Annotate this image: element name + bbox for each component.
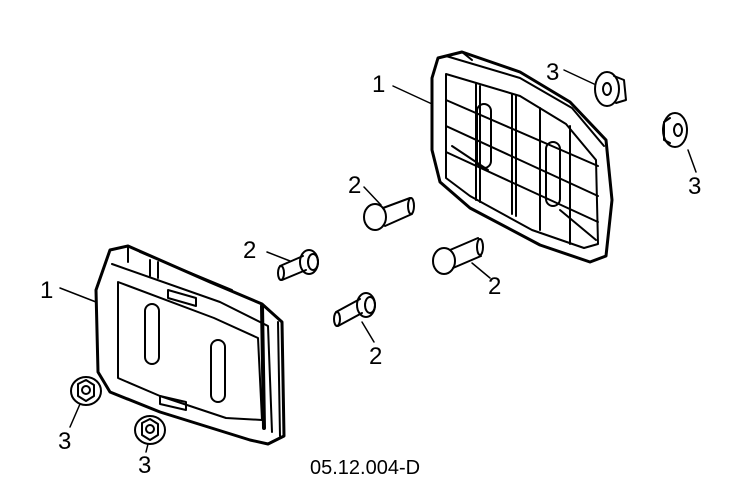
callout-bolt-right: 2	[488, 273, 501, 300]
callout-skid-shoe-left: 1	[40, 277, 53, 304]
callout-skid-shoe-right: 1	[372, 71, 385, 98]
callout-bolt-top: 2	[348, 172, 361, 199]
callout-washer-nut-left: 3	[58, 428, 71, 455]
callout-washer-nut-top: 3	[546, 59, 559, 86]
washer-nut-bottom	[134, 415, 166, 445]
washer-nut-top	[594, 71, 627, 107]
reference-code: 05.12.004-D	[310, 457, 420, 479]
carriage-bolt-middle	[277, 249, 319, 281]
washer-nut-right	[662, 112, 688, 148]
carriage-bolt-bottom	[333, 292, 376, 327]
callout-washer-nut-bottom: 3	[138, 452, 151, 479]
callout-bolt-bottom: 2	[369, 343, 382, 370]
leader-lines	[59, 69, 697, 453]
washer-nut-left	[70, 376, 102, 406]
skid-shoe-right	[430, 50, 614, 264]
skid-shoe-left	[94, 244, 286, 446]
callout-bolt-middle: 2	[243, 237, 256, 264]
callout-labels: 1 1 2 2 2 2 3 3 3 3 05.12.004-D	[40, 59, 701, 479]
carriage-bolt-top	[363, 197, 415, 231]
callout-washer-nut-right: 3	[688, 173, 701, 200]
carriage-bolt-right	[432, 237, 484, 275]
